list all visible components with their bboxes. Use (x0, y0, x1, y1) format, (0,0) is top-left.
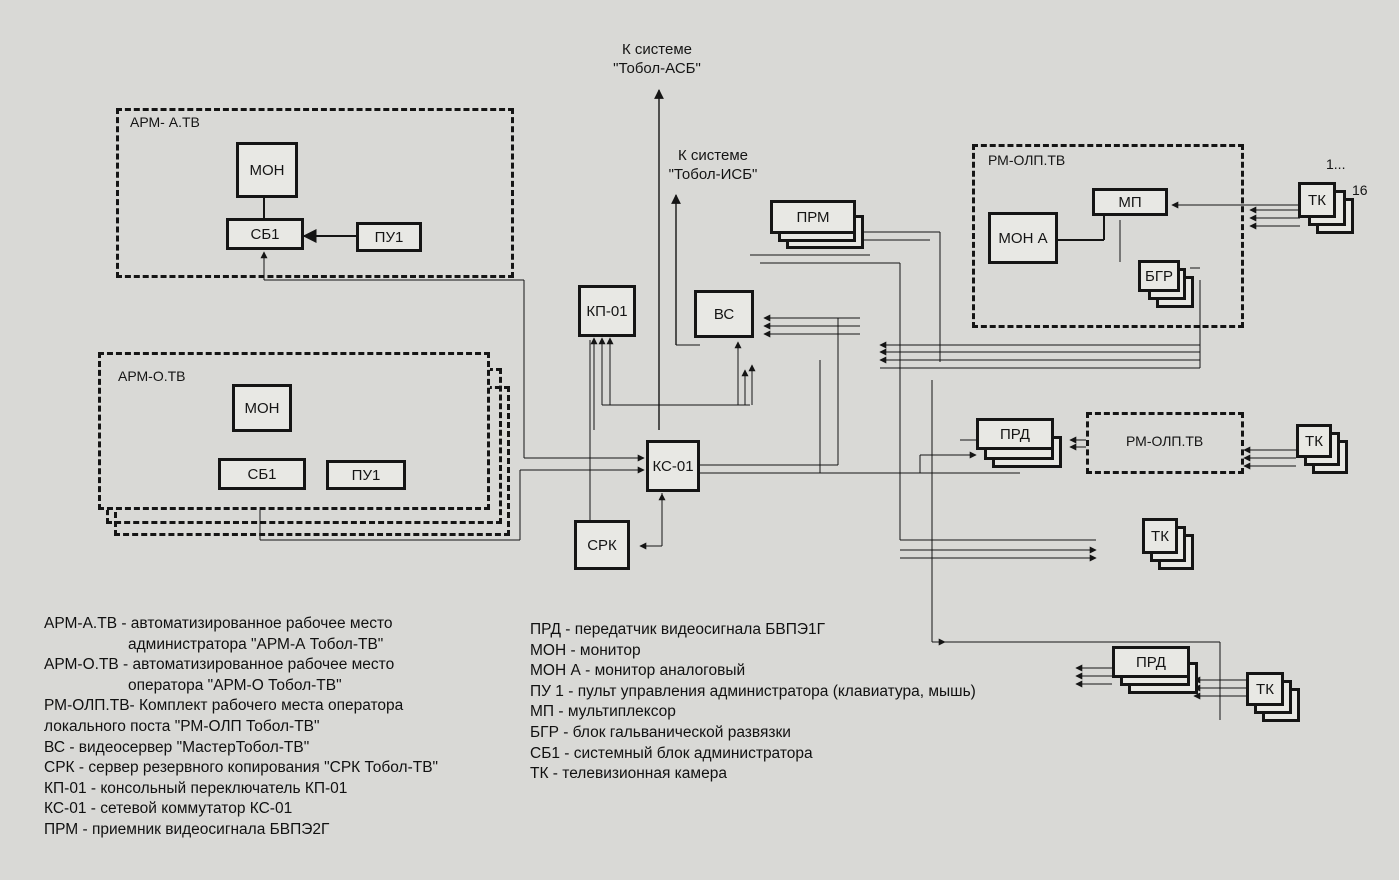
receiver-prm: ПРМ (770, 200, 856, 234)
legend-item: МОН А - монитор аналоговый (530, 662, 746, 680)
legend-item: оператора "АРМ-О Тобол-ТВ" (128, 676, 342, 694)
legend-item: локального поста "РМ-ОЛП Тобол-ТВ" (44, 717, 320, 735)
arm-a-group (116, 108, 514, 278)
camera-bottom: ТК (1246, 672, 1284, 706)
galvanic-isolation-bgr: БГР (1138, 260, 1180, 292)
backup-server-srk: СРК (574, 520, 630, 570)
arm-a-control-panel: ПУ1 (356, 222, 422, 252)
isb-label-line1: К системе (678, 147, 748, 164)
legend-item: СРК - сервер резервного копирования "СРК… (44, 759, 439, 777)
console-switch-kp01: КП-01 (578, 285, 636, 337)
arm-o-monitor: МОН (232, 384, 292, 432)
arm-a-group-label: АРМ- А.ТВ (130, 114, 200, 130)
legend-item: МОН - монитор (530, 641, 641, 659)
rm-olp-mid-group (1086, 412, 1244, 474)
legend-item: ВС - видеосервер "МастерТобол-ТВ" (44, 738, 310, 756)
legend-item: БГР - блок гальванической развязки (530, 723, 791, 741)
asb-external-label: К системе "Тобол-АСБ" (592, 40, 722, 78)
isb-label-line2: "Тобол-ИСБ" (668, 166, 758, 183)
legend-item: администратора "АРМ-А Тобол-ТВ" (128, 635, 384, 653)
asb-label-line1: К системе (622, 41, 692, 58)
video-server: ВС (694, 290, 754, 338)
legend-item: АРМ-А.ТВ - автоматизированное рабочее ме… (44, 615, 393, 632)
rm-olp-top-label: РМ-ОЛП.ТВ (988, 152, 1066, 168)
analog-monitor: МОН А (988, 212, 1058, 264)
legend-item: ТК - телевизионная камера (530, 765, 727, 783)
arm-o-system-unit: СБ1 (218, 458, 306, 490)
transmitter-prd-bottom: ПРД (1112, 646, 1190, 678)
asb-label-line2: "Тобол-АСБ" (613, 60, 701, 77)
legend-item: ПУ 1 - пульт управления администратора (… (530, 682, 976, 700)
arm-o-group-label: АРМ-О.ТВ (118, 368, 186, 384)
isb-external-label: К системе "Тобол-ИСБ" (648, 146, 778, 184)
camera-top: ТК (1298, 182, 1336, 218)
legend-item: АРМ-О.ТВ - автоматизированное рабочее ме… (44, 656, 395, 674)
legend-item: РМ-ОЛП.ТВ- Комплект рабочего места опера… (44, 697, 404, 715)
legend-item: МП - мультиплексор (530, 703, 676, 721)
legend-item: ПРМ - приемник видеосигнала БВПЭ2Г (44, 820, 330, 838)
legend-right: ПРД - передатчик видеосигнала БВПЭ1Г МОН… (530, 620, 976, 785)
multiplexer-mp: МП (1092, 188, 1168, 216)
arm-a-system-unit: СБ1 (226, 218, 304, 250)
legend-item: КС-01 - сетевой коммутатор КС-01 (44, 800, 293, 818)
network-switch-ks01: КС-01 (646, 440, 700, 492)
legend-item: ПРД - передатчик видеосигнала БВПЭ1Г (530, 621, 826, 638)
legend-left: АРМ-А.ТВ - автоматизированное рабочее ме… (44, 614, 438, 841)
transmitter-prd-mid: ПРД (976, 418, 1054, 450)
arm-o-control-panel: ПУ1 (326, 460, 406, 490)
rm-olp-top-group (972, 144, 1244, 328)
camera-range-end: 16 (1352, 182, 1368, 198)
camera-lower: ТК (1142, 518, 1178, 554)
legend-item: КП-01 - консольный переключатель КП-01 (44, 779, 348, 797)
camera-range-start: 1... (1326, 156, 1346, 172)
arm-a-monitor: МОН (236, 142, 298, 198)
camera-mid: ТК (1296, 424, 1332, 458)
rm-olp-mid-label: РМ-ОЛП.ТВ (1126, 433, 1204, 449)
legend-item: СБ1 - системный блок администратора (530, 744, 813, 762)
